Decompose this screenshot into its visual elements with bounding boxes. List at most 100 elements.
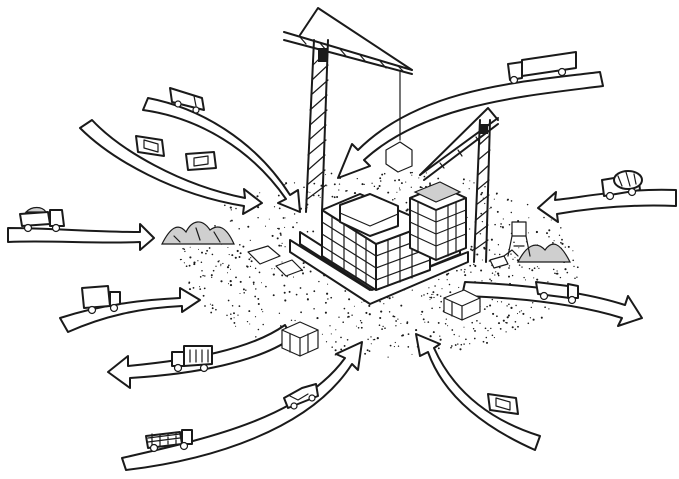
stipple-dot [198, 249, 199, 250]
stipple-dot [459, 336, 460, 337]
stipple-dot [457, 343, 458, 344]
stipple-dot [331, 333, 332, 334]
stipple-dot [389, 311, 390, 312]
stipple-dot [220, 280, 222, 282]
stipple-dot [577, 266, 579, 268]
stipple-dot [259, 272, 261, 274]
stipple-dot [486, 342, 488, 344]
stipple-dot [281, 274, 283, 276]
stipple-dot [470, 272, 471, 273]
stipple-dot [279, 313, 280, 314]
stipple-dot [561, 239, 563, 241]
stipple-dot [235, 257, 237, 259]
stipple-dot [519, 311, 520, 312]
stipple-dot [528, 217, 529, 218]
stipple-dot [434, 285, 436, 287]
stipple-dot [411, 175, 412, 176]
stipple-dot [313, 290, 315, 292]
stipple-dot [379, 185, 381, 187]
stipple-dot [460, 269, 461, 270]
stipple-dot [222, 263, 223, 264]
stipple-dot [484, 308, 486, 310]
stipple-dot [262, 324, 264, 326]
stipple-dot [390, 345, 392, 347]
stipple-dot [405, 182, 406, 183]
stipple-dot [370, 336, 371, 337]
stipple-dot [201, 262, 203, 264]
stipple-dot [210, 312, 212, 314]
stipple-dot [231, 254, 233, 256]
stipple-dot [514, 257, 515, 258]
stipple-dot [508, 267, 510, 269]
stipple-dot [214, 225, 216, 227]
stipple-dot [316, 317, 318, 319]
stipple-dot [278, 228, 280, 230]
stipple-dot [447, 325, 448, 326]
stipple-dot [489, 304, 491, 306]
stipple-dot [450, 347, 452, 349]
stipple-dot [389, 297, 391, 299]
stipple-dot [424, 322, 425, 323]
stipple-dot [446, 318, 447, 319]
stipple-dot [291, 320, 292, 321]
stipple-dot [193, 262, 195, 264]
stipple-dot [481, 280, 482, 281]
stipple-dot [313, 183, 315, 185]
gravel-pile-icon [162, 222, 234, 244]
stipple-dot [248, 258, 250, 260]
stipple-dot [369, 313, 371, 315]
stipple-dot [189, 288, 191, 290]
stipple-dot [440, 301, 442, 303]
stipple-dot [497, 273, 499, 275]
stipple-dot [474, 265, 476, 267]
stipple-dot [211, 274, 213, 276]
stipple-dot [318, 281, 319, 282]
stipple-dot [432, 291, 434, 293]
stipple-dot [384, 173, 386, 175]
stipple-dot [255, 268, 256, 269]
stipple-dot [334, 196, 336, 198]
stipple-dot [548, 308, 549, 309]
stipple-dot [284, 246, 285, 247]
stipple-dot [515, 321, 517, 323]
stipple-dot [254, 296, 256, 298]
stipple-dot [521, 266, 522, 267]
stipple-dot [505, 331, 506, 332]
stipple-dot [439, 307, 440, 308]
stipple-dot [204, 288, 206, 290]
building-under-construction-icon [290, 182, 468, 304]
stipple-dot [336, 196, 338, 198]
stipple-dot [489, 208, 490, 209]
stipple-dot [380, 311, 382, 313]
stipple-dot [447, 273, 449, 275]
stipple-dot [572, 250, 573, 251]
stipple-dot [284, 227, 285, 228]
stipple-dot [499, 254, 500, 255]
stipple-dot [357, 178, 358, 179]
stipple-dot [429, 182, 431, 184]
stipple-dot [572, 259, 574, 261]
stipple-dot [186, 265, 188, 267]
stipple-dot [505, 322, 506, 323]
stipple-dot [554, 273, 556, 275]
stipple-dot [246, 265, 248, 267]
stipple-dot [532, 302, 533, 303]
stipple-dot [436, 294, 438, 296]
stipple-dot [500, 226, 502, 228]
stipple-dot [327, 298, 328, 299]
stipple-dot [229, 254, 230, 255]
stipple-dot [261, 282, 262, 283]
stipple-dot [307, 298, 309, 300]
stipple-dot [228, 265, 230, 267]
stipple-dot [245, 289, 246, 290]
stipple-dot [433, 297, 434, 298]
stipple-dot [483, 341, 485, 343]
stipple-dot [318, 195, 320, 197]
stipple-dot [227, 272, 228, 273]
stipple-dot [303, 267, 305, 269]
stipple-dot [527, 204, 528, 205]
stipple-dot [228, 300, 230, 302]
stipple-dot [368, 305, 370, 307]
stipple-dot [228, 283, 229, 284]
stipple-dot [394, 346, 395, 347]
